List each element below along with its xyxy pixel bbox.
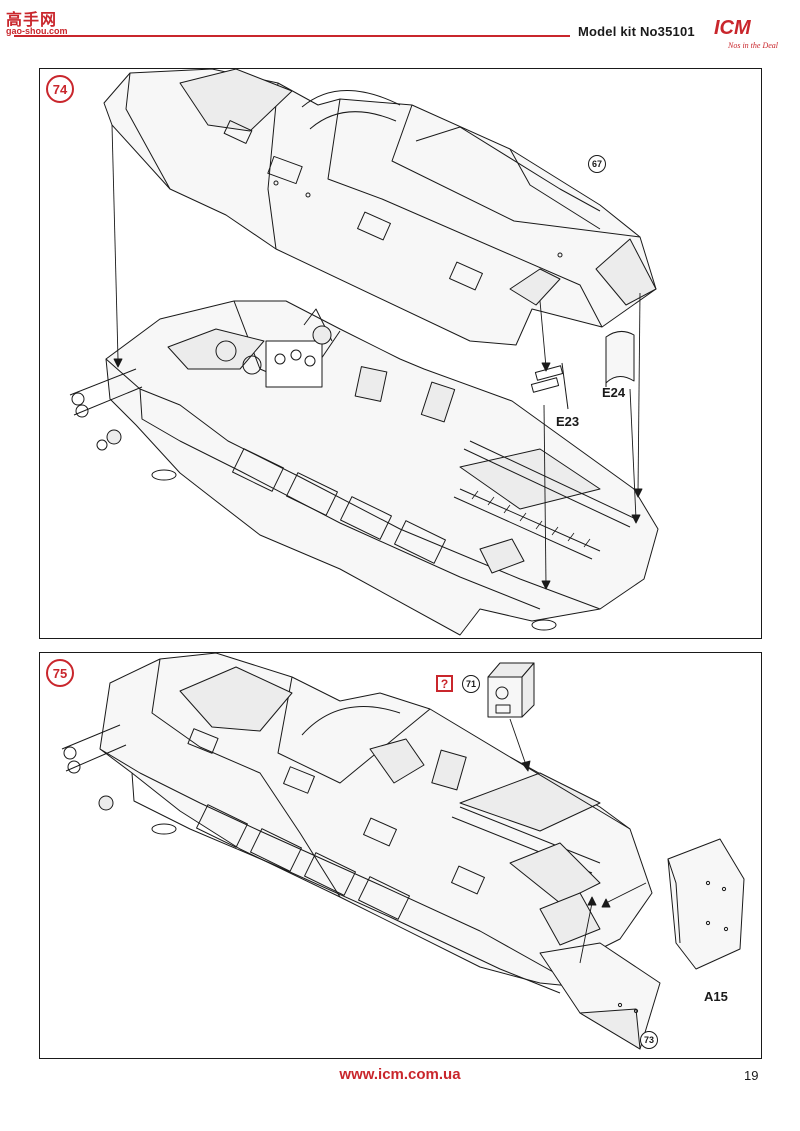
step-74-panel: 74 — [39, 68, 762, 639]
watermark-url: gao-shou.com — [6, 26, 68, 36]
header-rule — [14, 35, 570, 37]
step-number-badge: 74 — [46, 75, 74, 103]
reference-step-67: 67 — [588, 155, 606, 173]
brand-tagline: Nos in the Deal — [728, 41, 778, 50]
page-number: 19 — [744, 1068, 759, 1083]
rear-door-drawing — [617, 838, 745, 1014]
kit-title: Model kit No35101 — [578, 24, 695, 39]
guide-arrows — [509, 718, 647, 964]
website-url[interactable]: www.icm.com.ua — [339, 1066, 461, 1083]
step-74-assembly-drawing — [69, 69, 659, 636]
brand-logo: ICM Nos in the Deal — [704, 17, 778, 61]
upper-hull-drawing — [103, 69, 657, 346]
watermark-logo: 高手网 gao-shou.com — [4, 4, 82, 44]
part-label-e23: E23 — [556, 414, 580, 429]
lower-hull-drawing — [69, 300, 659, 636]
part-label-a15: A15 — [704, 989, 728, 1004]
toolbox-drawing — [487, 662, 535, 718]
guide-arrows — [111, 124, 643, 590]
part-label-e24: E24 — [602, 385, 626, 400]
watermark-title: 高手网 — [6, 10, 58, 29]
brand-name: ICM — [714, 17, 751, 39]
step-75-assembly-drawing — [61, 653, 745, 1050]
attention-mark: ? — [436, 675, 453, 692]
reference-step-73: 73 — [640, 1031, 658, 1049]
reference-step-71: 71 — [462, 675, 480, 693]
assembled-hull-drawing — [61, 653, 661, 1050]
small-parts-drawing — [530, 331, 635, 410]
step-number-badge: 75 — [46, 659, 74, 687]
step-75-panel: 75 — [39, 652, 762, 1059]
